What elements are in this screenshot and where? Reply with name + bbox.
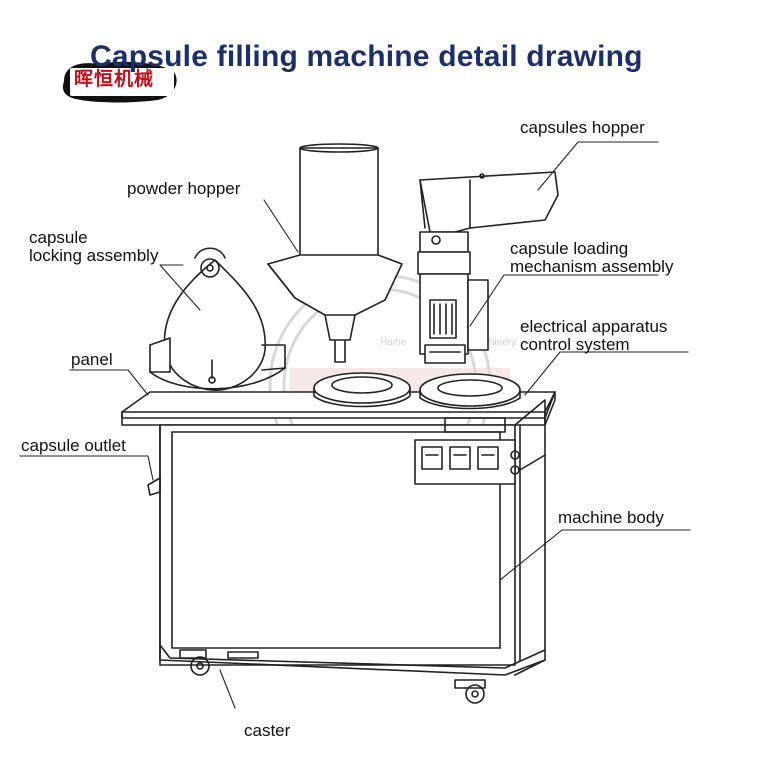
label-caster: caster [244,721,291,740]
label-capsule-outlet: capsule outlet [21,436,126,455]
label-powder-hopper: powder hopper [127,179,241,198]
label-capsule-locking-assembly: capsule locking assembly [29,228,159,265]
watermark-left: Huihe [380,337,407,348]
label-machine-body: machine body [558,508,664,527]
brand-logo [62,61,177,103]
powder-hopper [267,143,411,408]
watermark-right: Machinery [470,337,516,348]
label-capsule-loading-mechanism: capsule loading mechanism assembly [510,239,674,276]
capsule-locking-assembly [149,247,286,391]
capsule-loading-mechanism [417,171,559,410]
label-panel: panel [71,350,113,369]
page-title: Capsule filling machine detail drawing [90,40,643,73]
label-electrical-apparatus: electrical apparatus control system [520,317,668,354]
machine-body [121,391,556,676]
brand-logo-text: 晖恒机械 [74,68,155,90]
leader-lines [19,141,691,709]
label-capsules-hopper: capsules hopper [520,118,645,137]
casters [179,649,486,704]
